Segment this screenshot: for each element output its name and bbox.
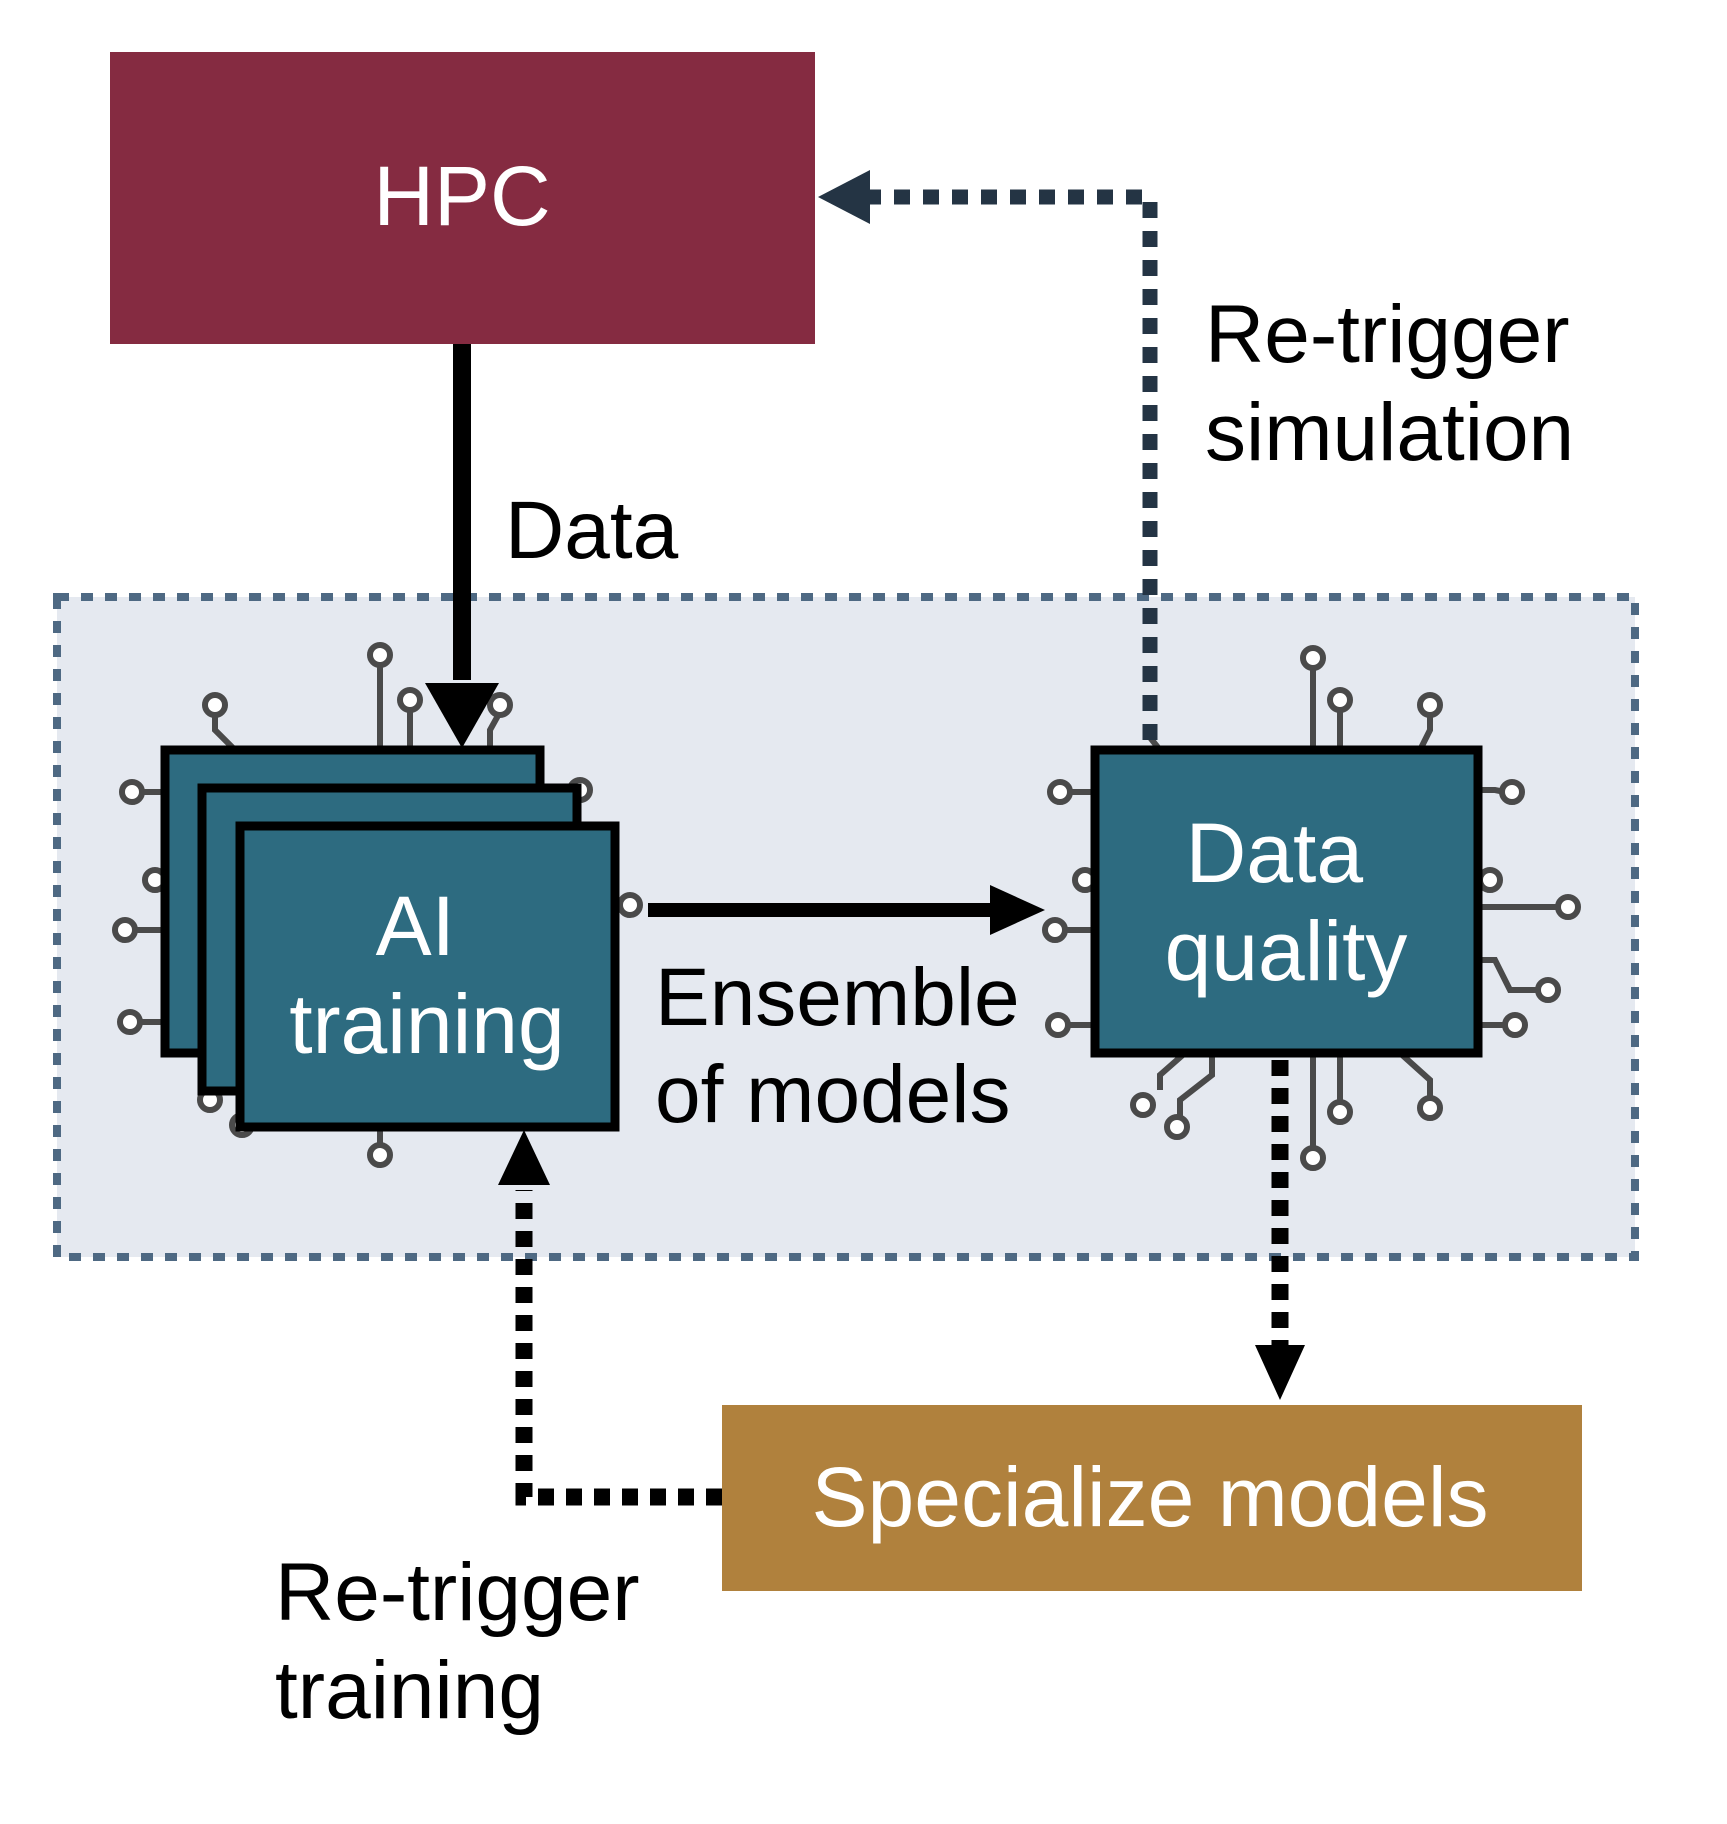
- ensemble-arrowhead: [990, 885, 1045, 935]
- data-quality-label: Data quality: [1165, 806, 1408, 998]
- retrigger-simulation-line-2: simulation: [1205, 387, 1574, 478]
- specialize-models-label: Specialize models: [811, 1450, 1488, 1544]
- hpc-label: HPC: [373, 149, 550, 243]
- data-quality-line-1: Data: [1186, 806, 1364, 900]
- specialize-arrowhead: [1255, 1345, 1305, 1400]
- ai-training-chip: [235, 821, 620, 1132]
- data-quality-line-2: quality: [1165, 904, 1408, 998]
- retrigger-training-arrowhead: [498, 1130, 550, 1185]
- retrigger-simulation-label: Re-trigger simulation: [1205, 289, 1592, 478]
- retrigger-training-line-1: Re-trigger: [275, 1547, 640, 1638]
- retrigger-training-line-2: training: [275, 1645, 544, 1736]
- ensemble-edge-label: Ensemble of models: [655, 952, 1042, 1140]
- data-quality-chip: [1090, 745, 1483, 1058]
- specialize-models-box: [722, 1405, 1582, 1591]
- data-edge-label: Data: [505, 485, 679, 576]
- hpc-box: [110, 52, 815, 344]
- ensemble-line-2: of models: [655, 1049, 1011, 1140]
- retrigger-simulation-line-1: Re-trigger: [1205, 289, 1570, 380]
- data-arrowhead: [425, 683, 499, 748]
- ai-training-line-1: AI: [376, 879, 455, 973]
- retrigger-simulation-arrowhead: [818, 170, 870, 224]
- ai-training-line-2: training: [289, 977, 565, 1071]
- retrigger-training-arrow: [515, 1190, 722, 1506]
- retrigger-simulation-arrow: [870, 189, 1158, 740]
- ensemble-line-1: Ensemble: [655, 952, 1020, 1043]
- ai-training-label: AI training: [289, 879, 565, 1071]
- retrigger-training-label: Re-trigger training: [275, 1547, 662, 1736]
- data-quality-pins: [1042, 645, 1581, 1171]
